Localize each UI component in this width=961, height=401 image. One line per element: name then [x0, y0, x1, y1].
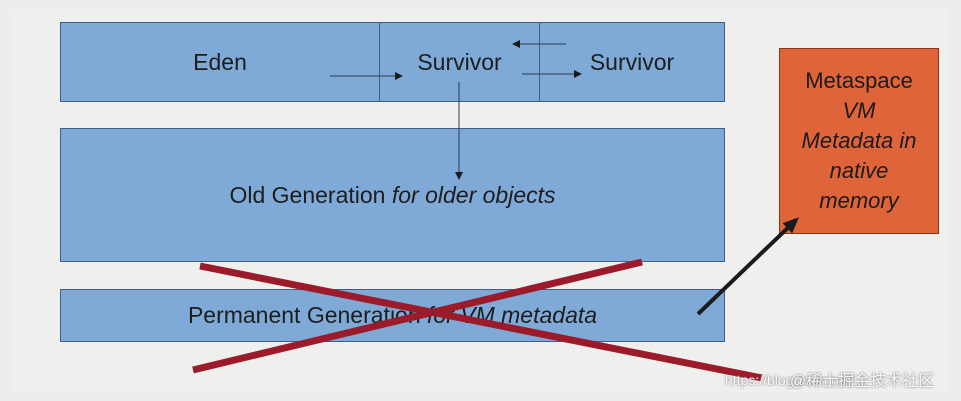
metaspace-box: Metaspace VM Metadata in native memory [779, 48, 939, 234]
survivor-b-label: Survivor [589, 48, 675, 75]
metaspace-line-4: memory [819, 188, 899, 213]
arrow-perm-to-metaspace [696, 217, 799, 316]
old-generation-note: for older objects [391, 181, 556, 208]
permanent-generation-box: Permanent Generation for VM metadata [60, 289, 725, 342]
eden-box: Eden [60, 22, 380, 102]
cross-line-1 [199, 262, 763, 382]
metaspace-title: Metaspace [805, 68, 913, 93]
old-generation-box: Old Generation for older objects [60, 128, 725, 262]
watermark-source: @稀土掘金技术社区 [790, 373, 935, 390]
old-generation-label: Old Generation for older objects [229, 182, 555, 209]
survivor-a-label: Survivor [417, 48, 502, 75]
cross-line-2 [192, 258, 643, 374]
eden-label: Eden [193, 48, 247, 75]
metaspace-line-2: Metadata in [801, 128, 917, 153]
metaspace-line-3: native [829, 158, 889, 183]
survivor-box-b: Survivor [539, 22, 725, 102]
old-generation-name: Old Generation [229, 181, 386, 208]
watermark-url: https://blog.csdn.net/... [725, 372, 866, 388]
metaspace-line-1: VM [842, 98, 876, 123]
